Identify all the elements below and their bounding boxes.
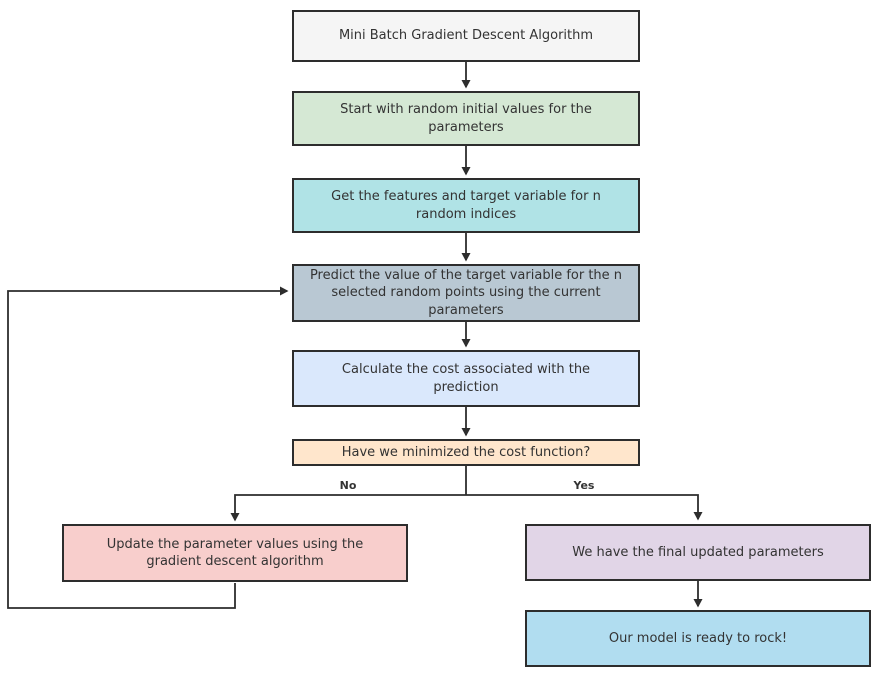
edge-label-no: No <box>336 479 360 492</box>
node-predict-label: Predict the value of the target variable… <box>309 268 623 318</box>
node-model-ready: Our model is ready to rock! <box>525 610 871 667</box>
node-decision: Have we minimized the cost function? <box>292 439 640 466</box>
branch-no-line <box>230 494 466 522</box>
node-init-params-label: Start with random initial values for the… <box>340 102 592 135</box>
node-calc-cost: Calculate the cost associated with the p… <box>292 350 640 407</box>
node-final-params-label: We have the final updated parameters <box>572 544 824 560</box>
node-get-features: Get the features and target variable for… <box>292 178 640 233</box>
branch-yes-line <box>466 494 703 521</box>
node-title: Mini Batch Gradient Descent Algorithm <box>292 10 640 62</box>
node-predict: Predict the value of the target variable… <box>292 264 640 322</box>
node-update-params: Update the parameter values using the gr… <box>62 524 408 582</box>
node-title-label: Mini Batch Gradient Descent Algorithm <box>338 28 594 44</box>
node-final-params: We have the final updated parameters <box>525 524 871 581</box>
node-calc-cost-label: Calculate the cost associated with the p… <box>341 362 591 395</box>
node-model-ready-label: Our model is ready to rock! <box>608 630 788 646</box>
edge-label-yes: Yes <box>570 479 598 492</box>
node-decision-label: Have we minimized the cost function? <box>341 444 591 460</box>
node-get-features-label: Get the features and target variable for… <box>331 189 601 222</box>
node-init-params: Start with random initial values for the… <box>292 91 640 146</box>
node-update-params-label: Update the parameter values using the gr… <box>106 536 364 569</box>
